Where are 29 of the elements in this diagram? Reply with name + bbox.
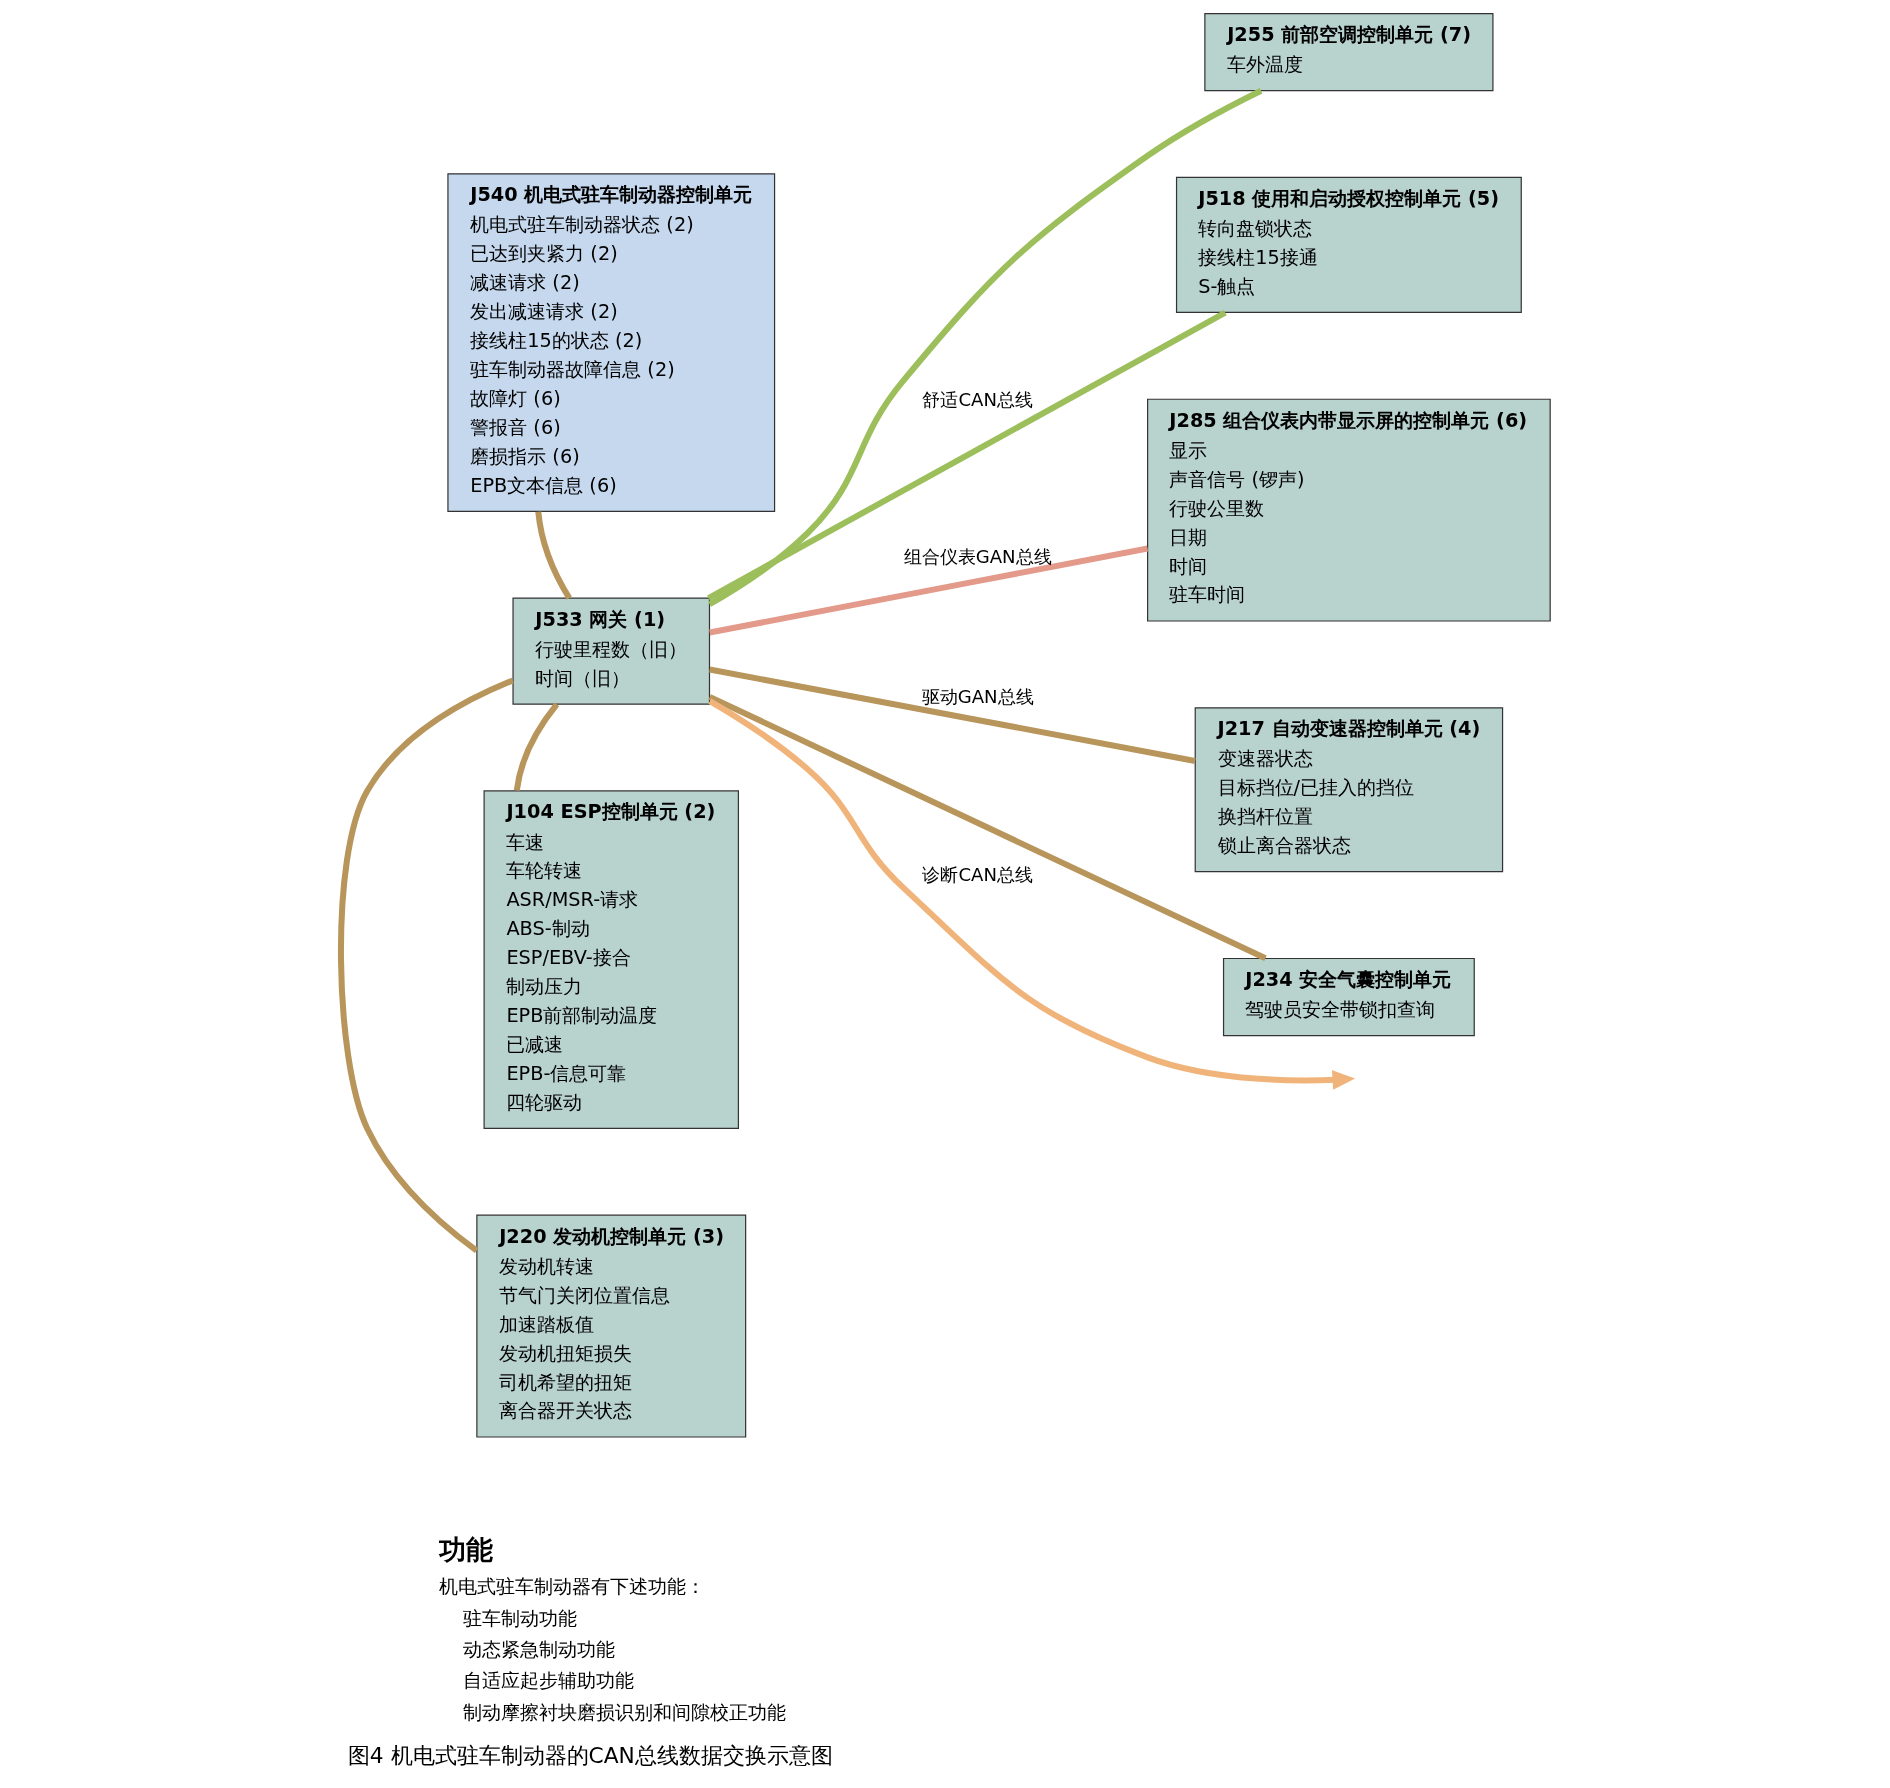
edge-label: 驱动GAN总线 bbox=[921, 685, 1034, 707]
node-box: J255 前部空调控制单元 (7) 车外温度 bbox=[1203, 12, 1494, 92]
connector bbox=[706, 309, 1227, 601]
connector bbox=[708, 545, 1148, 636]
arrow bbox=[707, 698, 1355, 1090]
node-box: J533 网关 (1) 行驶里程数（旧） 时间（旧） bbox=[511, 597, 710, 705]
node-box: J234 安全气囊控制单元 驾驶员安全带锁扣查询 bbox=[1222, 957, 1475, 1037]
caption: 图4 机电式驻车制动器的CAN总线数据交换示意图 bbox=[347, 1742, 833, 1768]
connector bbox=[707, 694, 1267, 962]
label: 动态紧急制动功能 bbox=[462, 1638, 615, 1662]
node-box: J518 使用和启动授权控制单元 (5) 转向盘锁状态 接线柱15接通 S-触点 bbox=[1175, 176, 1522, 314]
connector bbox=[708, 666, 1196, 764]
connector bbox=[534, 511, 572, 600]
node-box: J285 组合仪表内带显示屏的控制单元 (6) 显示 声音信号 (锣声) 行驶公里数 日期 时间 驻车时间 bbox=[1146, 398, 1551, 622]
node-box: J104 ESP控制单元 (2) 车速 车轮转速 ASR/MSR-请求 ABS-制动 ESP/EBV-接合 制动压力 EPB前部制动温度 已减速 EPB-信息可靠 四轮驱动 bbox=[483, 790, 739, 1130]
label: 驻车制动功能 bbox=[462, 1606, 577, 1630]
connector bbox=[513, 702, 559, 791]
node-box: J540 机电式驻车制动器控制单元 机电式驻车制动器状态 (2) 已达到夹紧力 (2) 减速请求 (2) 发出减速请求 (2) 接线柱15的状态 (2) 驻车制动器故障信息 (2) 故障灯 (6) 警报音 (6) 磨损指示 (6) EPB文本信息 (6) bbox=[446, 173, 775, 512]
node-box: J220 发动机控制单元 (3) 发动机转速 节气门关闭位置信息 加速踏板值 发动机扭矩损失 司机希望的扭矩 离合器开关状态 bbox=[475, 1214, 746, 1438]
node-box: J217 自动变速器控制单元 (4) 变速器状态 目标挡位/已挂入的挡位 换挡杆位置 锁止离合器状态 bbox=[1194, 707, 1503, 873]
connector bbox=[707, 88, 1262, 607]
label: 自适应起步辅助功能 bbox=[462, 1669, 634, 1693]
label: 制动摩擦衬块磨损识别和间隙校正功能 bbox=[462, 1700, 786, 1724]
edge-label: 舒适CAN总线 bbox=[921, 389, 1033, 411]
label: 功能 bbox=[438, 1534, 493, 1566]
connector bbox=[337, 677, 514, 1254]
edge-label: 诊断CAN总线 bbox=[921, 864, 1033, 886]
edge-label: 组合仪表GAN总线 bbox=[903, 546, 1052, 568]
label: 机电式驻车制动器有下述功能： bbox=[438, 1575, 705, 1599]
